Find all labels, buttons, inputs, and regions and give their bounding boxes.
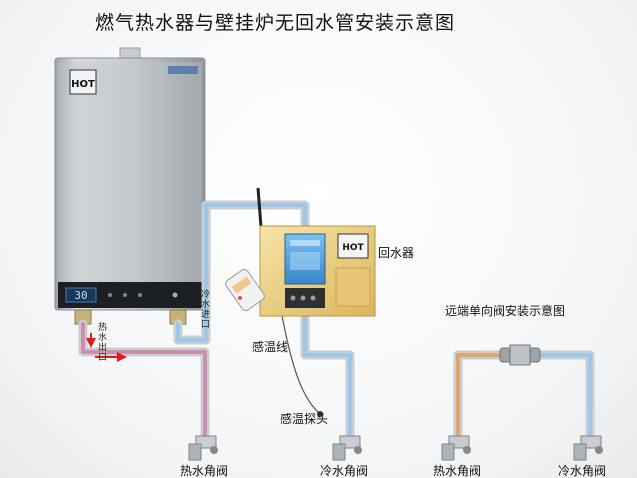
check-valve <box>499 344 541 366</box>
heater-logo-text: HOT <box>71 79 95 90</box>
hot-angle-valve-left <box>188 435 218 461</box>
flow-arrows <box>86 333 127 362</box>
sensor-probe-label: 感温探头 <box>280 412 329 426</box>
sensor-probe <box>317 411 323 417</box>
sensor-wire <box>279 304 319 413</box>
remote-hot-pipe <box>456 353 502 442</box>
cold-valve-right-label: 冷水角阀 <box>558 464 607 478</box>
pipe-network <box>78 200 595 445</box>
remote-diagram-title: 远端单向阀安装示意图 <box>445 304 566 318</box>
water-heater: HOT 30 <box>54 47 206 325</box>
hot-angle-valve-right <box>441 435 471 461</box>
cold-angle-valve-left <box>332 435 362 461</box>
diagram-title: 燃气热水器与壁挂炉无回水管安装示意图 <box>95 12 456 34</box>
cold-angle-valve-right <box>573 435 603 461</box>
cold-valve-left-label: 冷水角阀 <box>320 464 369 478</box>
hot-valve-left-label: 热水角阀 <box>180 464 229 478</box>
circulator-logo-text: HOT <box>342 243 364 253</box>
cold-inlet-label: 冷水进口 <box>201 290 211 330</box>
circulator-logo <box>337 233 369 259</box>
hot-water-pipe <box>81 322 207 442</box>
energy-label <box>168 66 198 74</box>
angle-valves <box>188 435 603 461</box>
cold-water-pipe-lower <box>303 310 352 442</box>
circulator-label: 回水器 <box>378 246 415 260</box>
heater-display <box>65 287 97 303</box>
remote-cold-pipe <box>538 353 592 442</box>
cold-water-pipe-upper <box>176 203 307 342</box>
circulator-unit: HOT <box>256 187 376 317</box>
remote-control <box>225 268 265 312</box>
hot-outlet-label: 热水出口 <box>98 323 108 363</box>
sensor-wire-label: 感温线 <box>252 340 289 354</box>
heater-logo: HOT <box>69 69 97 95</box>
heater-display-value: 30 <box>74 289 87 302</box>
hot-valve-right-label: 热水角阀 <box>433 464 482 478</box>
